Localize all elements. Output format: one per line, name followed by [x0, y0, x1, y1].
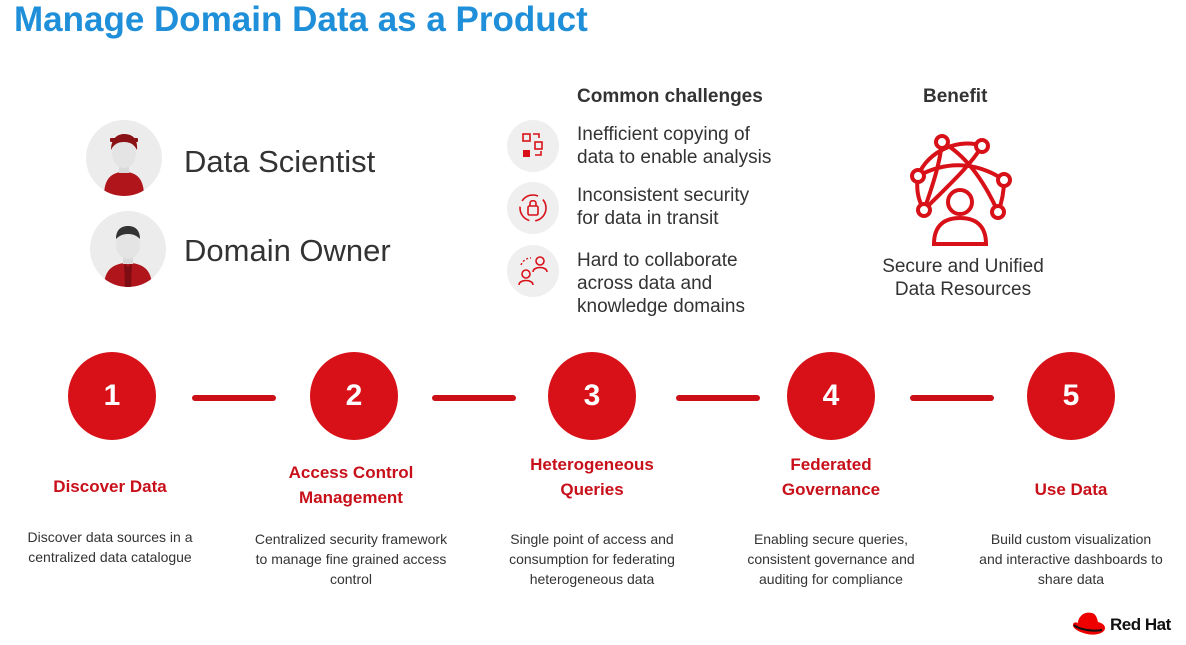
person-icon — [104, 134, 144, 196]
challenge-item: Inefficient copying of data to enable an… — [577, 123, 817, 169]
challenge-item: Hard to collaborate across data and know… — [577, 249, 817, 318]
challenge-line: Inefficient copying of — [577, 124, 750, 145]
step-3-circle: 3 — [548, 352, 636, 440]
step-desc-line: control — [329, 571, 373, 587]
step-desc-line: Enabling secure queries, — [753, 531, 909, 547]
domain-owner-avatar — [90, 211, 166, 287]
step-5-description: Build custom visualization and interacti… — [956, 529, 1186, 589]
step-4-title: Federated Governance — [721, 452, 941, 502]
step-title-line: Management — [299, 488, 403, 507]
step-title-line: Federated — [790, 455, 872, 474]
security-lock-icon — [507, 182, 559, 234]
step-1-circle: 1 — [68, 352, 156, 440]
secure-network-icon — [900, 132, 1020, 250]
page-title: Manage Domain Data as a Product — [14, 0, 588, 39]
step-connector — [432, 395, 516, 401]
step-2-circle: 2 — [310, 352, 398, 440]
benefit-line: Data Resources — [894, 279, 1032, 300]
step-title-line: Governance — [781, 480, 881, 499]
step-4-circle: 4 — [787, 352, 875, 440]
challenges-header: Common challenges — [577, 86, 763, 107]
step-connector — [192, 395, 276, 401]
step-3-title: Heterogeneous Queries — [482, 452, 702, 502]
step-desc-line: Centralized security framework — [254, 531, 448, 547]
red-hat-logo-text: Red Hat — [1110, 615, 1171, 634]
step-1-title: Discover Data — [0, 474, 220, 499]
step-desc-line: heterogeneous data — [529, 571, 655, 587]
step-connector — [676, 395, 760, 401]
challenge-line: Hard to collaborate — [577, 250, 738, 271]
step-title-line: Access Control — [288, 463, 414, 482]
persona-label-domain-owner: Domain Owner — [184, 233, 391, 268]
step-1-description: Discover data sources in a centralized d… — [0, 527, 225, 567]
step-title-line: Discover Data — [53, 477, 167, 496]
step-desc-line: auditing for compliance — [759, 571, 903, 587]
challenge-line: Inconsistent security — [577, 185, 750, 206]
challenge-item: Inconsistent security for data in transi… — [577, 184, 817, 230]
red-hat-icon — [1072, 612, 1105, 635]
copy-data-icon — [507, 120, 559, 172]
step-title-line: Heterogeneous — [530, 455, 654, 474]
persona-label-data-scientist: Data Scientist — [184, 144, 376, 179]
step-title-line: Queries — [560, 480, 624, 499]
step-desc-line: Single point of access and — [510, 531, 674, 547]
collaboration-users-icon — [507, 245, 559, 297]
person-icon — [104, 226, 152, 287]
step-5-title: Use Data — [961, 477, 1181, 502]
step-desc-line: and interactive dashboards to — [979, 551, 1163, 567]
challenge-line: knowledge domains — [577, 296, 745, 317]
step-desc-line: share data — [1037, 571, 1105, 587]
step-desc-line: centralized data catalogue — [28, 549, 192, 565]
step-2-title: Access Control Management — [241, 460, 461, 510]
benefit-line: Secure and Unified — [882, 256, 1044, 277]
challenge-line: for data in transit — [577, 208, 719, 229]
step-desc-line: consistent governance and — [747, 551, 915, 567]
benefit-header: Benefit — [923, 86, 988, 107]
challenge-line: across data and — [577, 273, 713, 294]
benefit-text: Secure and Unified Data Resources — [853, 255, 1073, 301]
step-4-description: Enabling secure queries, consistent gove… — [716, 529, 946, 589]
step-5-circle: 5 — [1027, 352, 1115, 440]
red-hat-logo: Red Hat — [1072, 612, 1171, 638]
step-2-description: Centralized security framework to manage… — [236, 529, 466, 589]
step-connector — [910, 395, 994, 401]
step-desc-line: Build custom visualization — [990, 531, 1152, 547]
step-desc-line: to manage fine grained access — [255, 551, 447, 567]
step-desc-line: Discover data sources in a — [27, 529, 193, 545]
challenge-line: data to enable analysis — [577, 147, 772, 168]
data-scientist-avatar — [86, 120, 162, 196]
step-3-description: Single point of access and consumption f… — [477, 529, 707, 589]
step-desc-line: consumption for federating — [509, 551, 675, 567]
step-title-line: Use Data — [1034, 480, 1108, 499]
